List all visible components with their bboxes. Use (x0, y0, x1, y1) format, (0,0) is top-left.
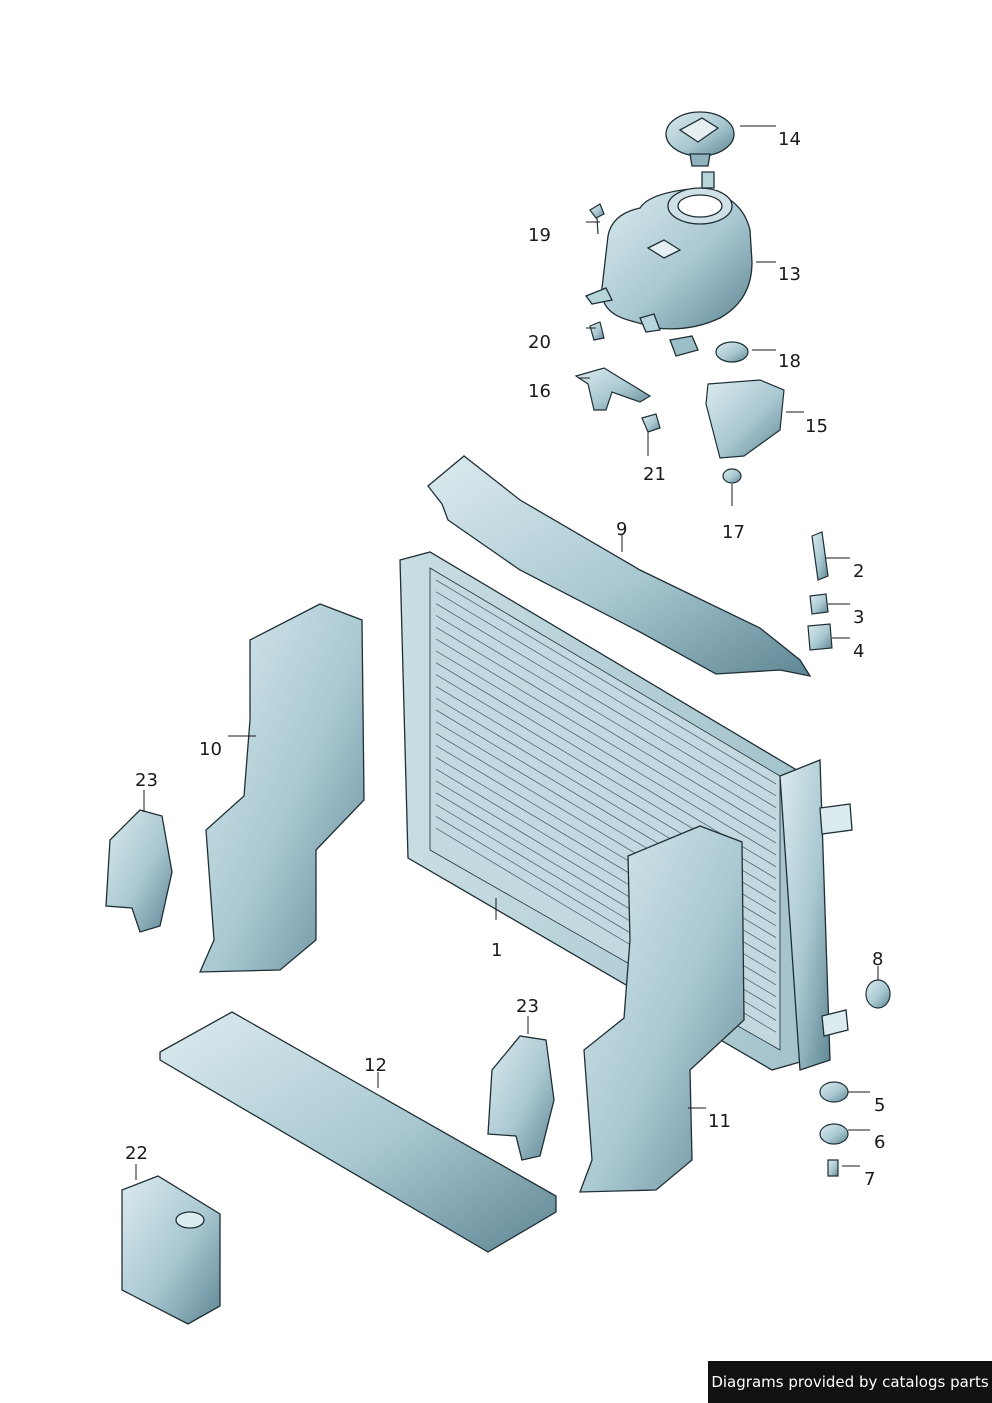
callout-9: 9 (616, 519, 628, 540)
callout-16: 16 (528, 381, 551, 402)
leader-lines (135, 125, 879, 1180)
callout-3: 3 (853, 607, 865, 628)
callout-13: 13 (778, 264, 801, 285)
side-brackets (105, 809, 555, 1161)
callout-17: 17 (722, 522, 745, 543)
callout-15: 15 (805, 416, 828, 437)
callout-21: 21 (643, 464, 666, 485)
callout-19: 19 (528, 225, 551, 246)
callout-23-left: 23 (135, 770, 158, 791)
callout-4: 4 (853, 641, 865, 662)
small-fasteners (574, 203, 891, 1177)
callout-10: 10 (199, 739, 222, 760)
callout-14: 14 (778, 129, 801, 150)
watermark: Diagrams provided by catalogs parts (708, 1361, 992, 1403)
callout-20: 20 (528, 332, 551, 353)
callout-12: 12 (364, 1055, 387, 1076)
callout-1: 1 (491, 940, 503, 961)
callout-23-right: 23 (516, 996, 539, 1017)
lower-panel (159, 1011, 557, 1253)
callout-18: 18 (778, 351, 801, 372)
coolant-bottle (121, 1175, 221, 1325)
coolant-cap (665, 111, 735, 167)
callout-2: 2 (853, 561, 865, 582)
side-duct-left (198, 603, 365, 973)
callout-7: 7 (864, 1169, 876, 1190)
callout-6: 6 (874, 1132, 886, 1153)
callout-8: 8 (872, 949, 884, 970)
side-duct-right (579, 825, 745, 1193)
callout-11: 11 (708, 1111, 731, 1132)
expansion-tank (584, 171, 753, 357)
callout-5: 5 (874, 1095, 886, 1116)
callout-22: 22 (125, 1143, 148, 1164)
air-duct-upper (427, 455, 812, 677)
